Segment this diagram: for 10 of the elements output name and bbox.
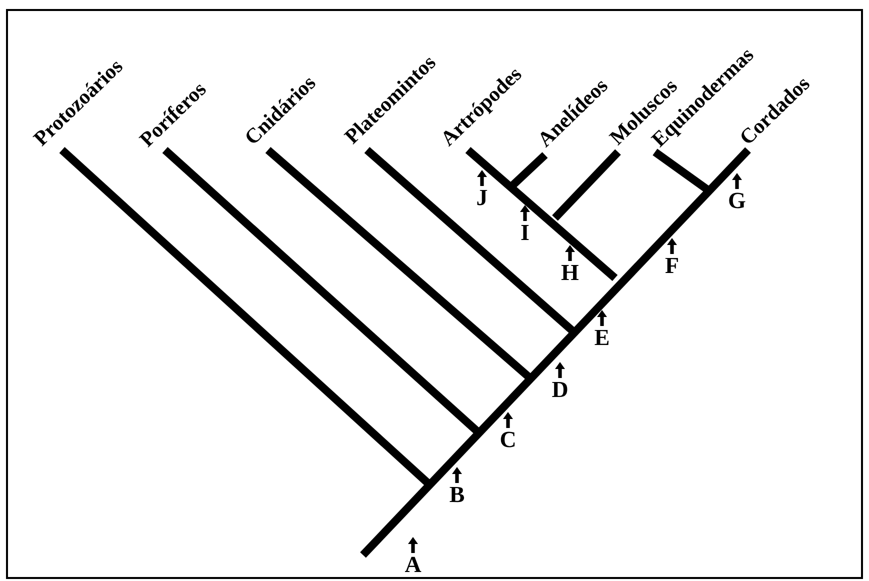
character-letter: I xyxy=(520,222,530,243)
character-letter: B xyxy=(448,484,466,505)
character-letter: A xyxy=(404,554,422,575)
character-letter: F xyxy=(664,255,680,276)
character-letter: D xyxy=(550,379,570,400)
character-letter: C xyxy=(498,429,518,450)
character-letter: H xyxy=(560,262,580,283)
character-letter: J xyxy=(475,187,489,208)
character-letter: G xyxy=(727,190,747,211)
character-letter: E xyxy=(593,327,611,348)
